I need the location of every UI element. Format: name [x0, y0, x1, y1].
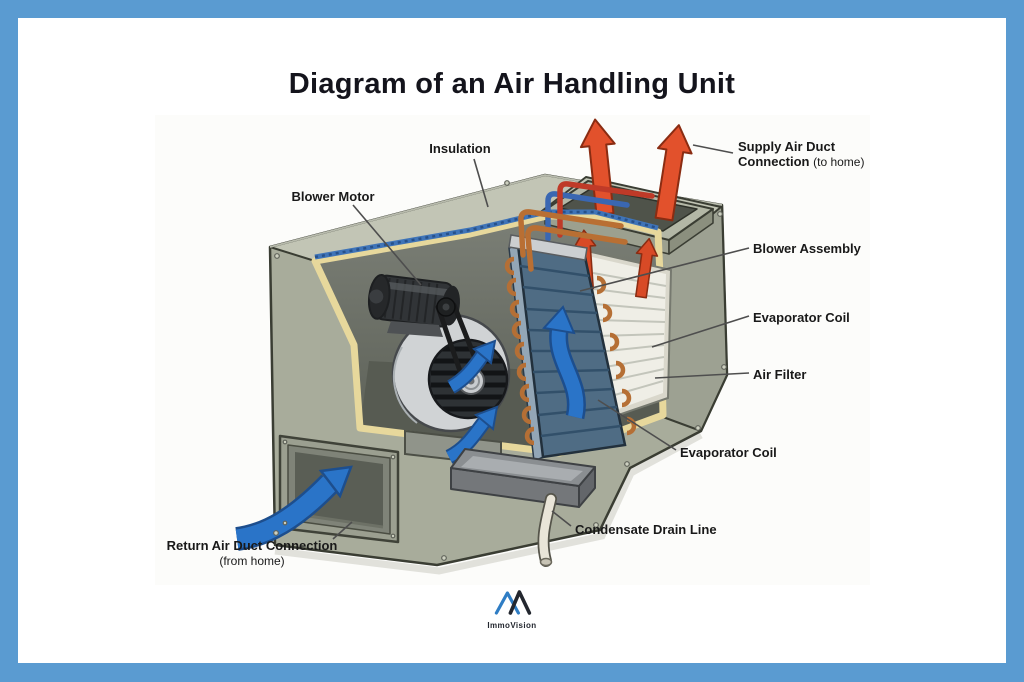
- diagram-card: Diagram of an Air Handling Unit: [18, 18, 1006, 663]
- ground-shadow: [274, 431, 703, 575]
- casing-rivets: [273, 180, 727, 561]
- label-evaporator-coil-lower: Evaporator Coil: [680, 445, 777, 460]
- air-handling-unit-drawing: [235, 116, 750, 575]
- label-condensate-drain-line: Condensate Drain Line: [575, 522, 717, 537]
- copper-tubing: [518, 209, 628, 272]
- label-evaporator-coil-upper: Evaporator Coil: [753, 310, 850, 325]
- page-title: Diagram of an Air Handling Unit: [288, 68, 736, 100]
- label-blower-assembly: Blower Assembly: [753, 241, 861, 256]
- return-air-arrow: [235, 465, 353, 551]
- label-insulation: Insulation: [429, 141, 491, 156]
- evaporator-coil-graphic: [507, 234, 634, 463]
- label-return-air-duct-connection: Return Air Duct Connection (from home): [166, 538, 338, 568]
- refrigerant-pipes: [545, 181, 655, 242]
- label-blower-motor: Blower Motor: [291, 189, 375, 204]
- air-handling-unit-illustration: Insulation Blower Motor Supply Air Duct …: [155, 115, 870, 585]
- label-supply-air-duct-connection: Supply Air Duct Connection (to home): [738, 139, 865, 169]
- mountain-logo-icon: [494, 590, 531, 615]
- logo: ImmoVision: [487, 589, 536, 630]
- label-air-filter: Air Filter: [753, 367, 807, 382]
- leader-lines: [332, 144, 750, 540]
- airflow-arrows: [445, 305, 586, 464]
- drain-line-graphic: [537, 493, 557, 567]
- logo-text: ImmoVision: [487, 621, 537, 630]
